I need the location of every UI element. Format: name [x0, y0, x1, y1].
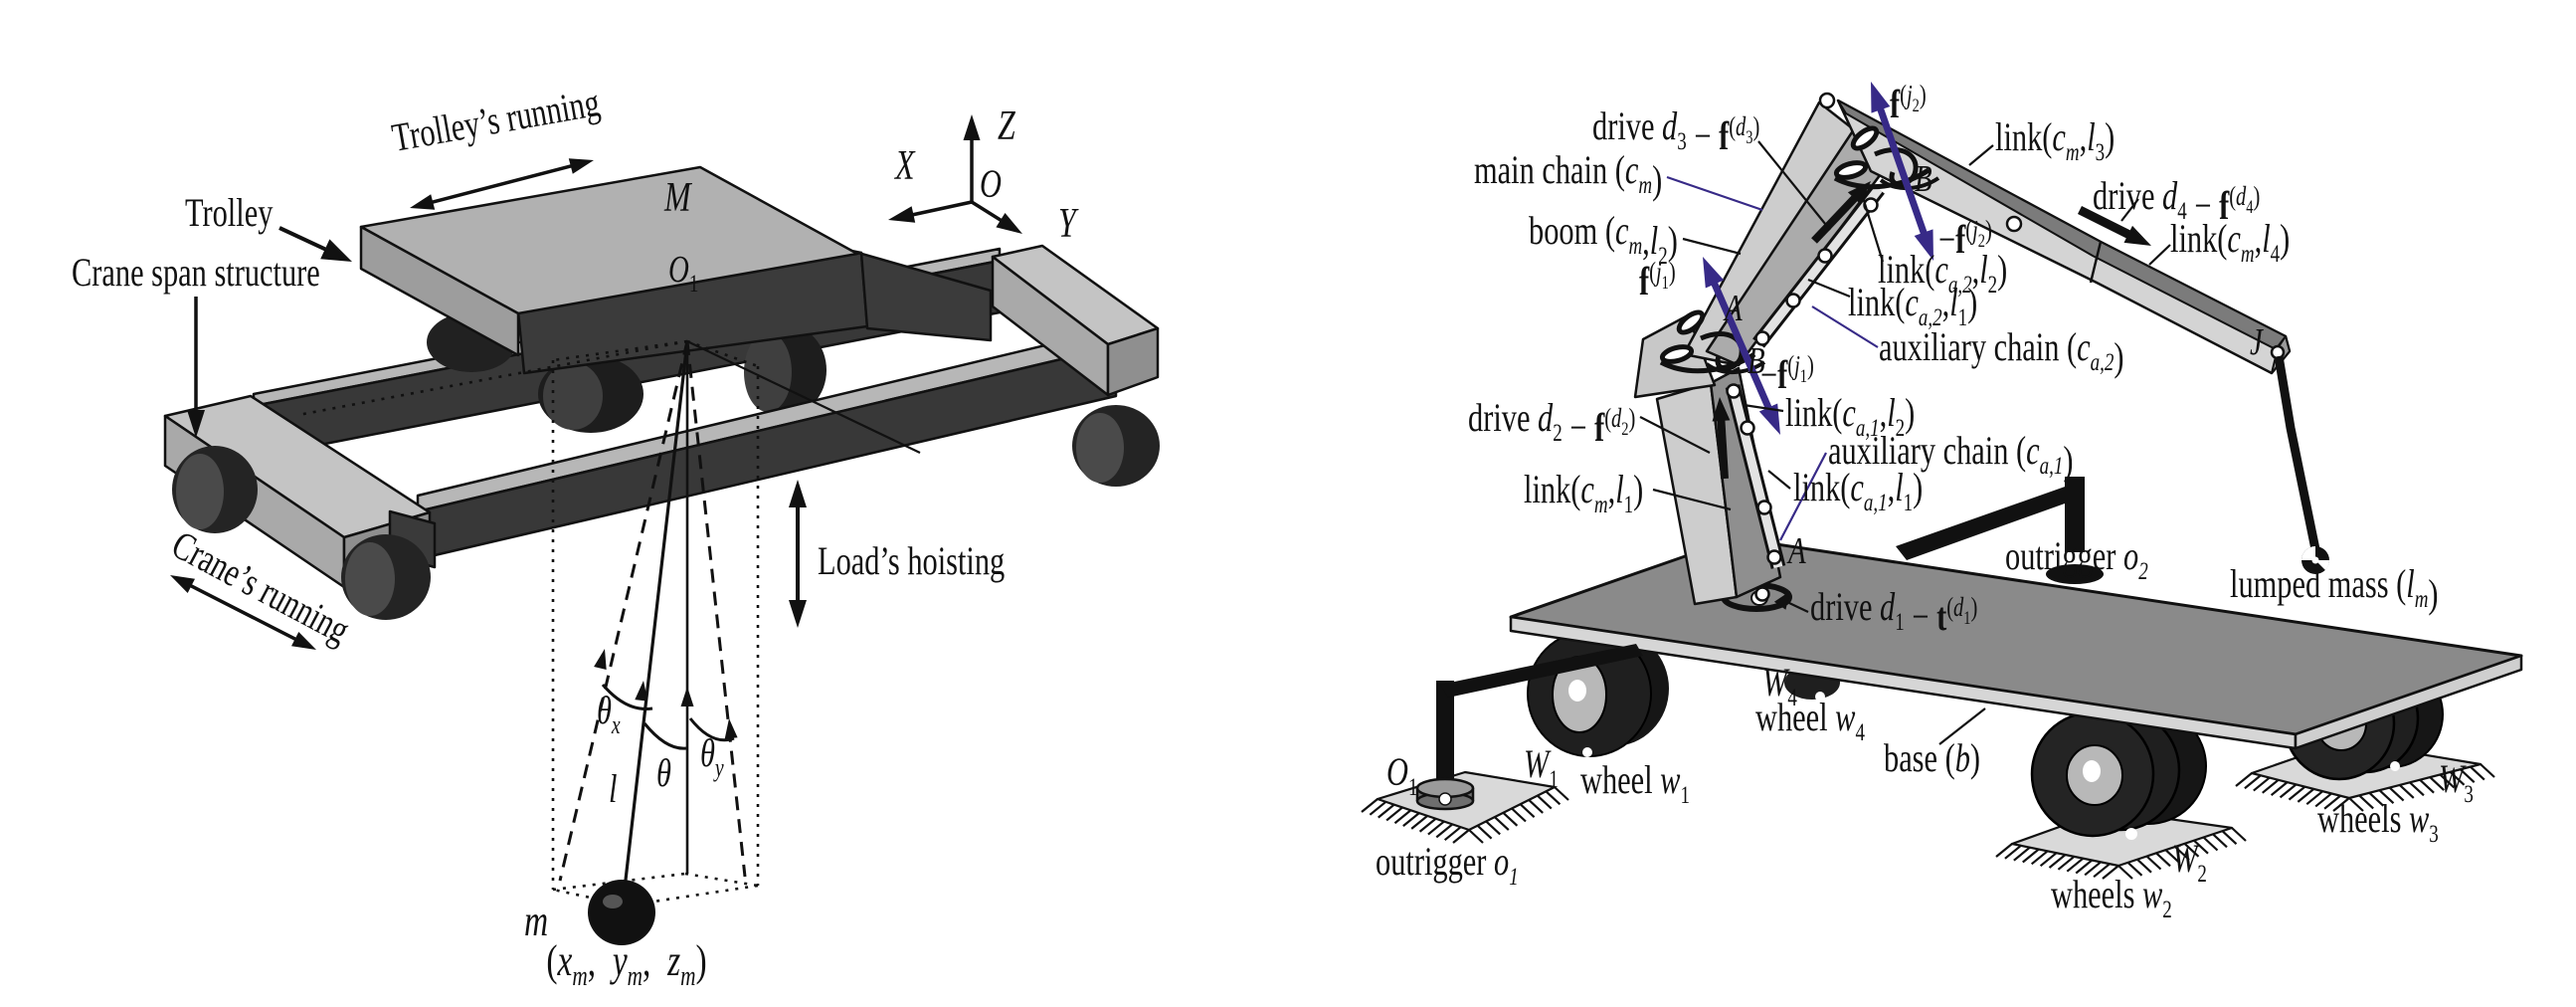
svg-text:O1: O1 [1386, 749, 1417, 801]
svg-text:link(ca,1,l1): link(ca,1,l1) [1793, 465, 1923, 516]
svg-text:W1: W1 [1524, 741, 1559, 793]
svg-text:W2: W2 [2172, 836, 2207, 888]
svg-text:f(j2): f(j2) [1890, 81, 1927, 126]
svg-text:Y: Y [1058, 201, 1079, 247]
svg-text:link(ca,2,l1): link(ca,2,l1) [1848, 280, 1977, 331]
svg-text:J: J [2250, 321, 2265, 363]
svg-text:A: A [1723, 288, 1743, 329]
svg-text:wheels w2: wheels w2 [2051, 872, 2172, 923]
svg-text:base (b): base (b) [1884, 735, 1980, 780]
svg-text:Trolley: Trolley [185, 190, 274, 235]
svg-text:O1: O1 [668, 249, 698, 297]
svg-text:link(ca,1,l2): link(ca,1,l2) [1785, 390, 1915, 442]
svg-text:Load’s hoisting: Load’s hoisting [818, 538, 1005, 583]
svg-text:wheel w1: wheel w1 [1580, 757, 1690, 809]
svg-text:A: A [1786, 530, 1806, 572]
svg-text:M: M [663, 175, 692, 221]
svg-text:link(cm,l1): link(cm,l1) [1524, 467, 1643, 518]
svg-text:θx: θx [597, 688, 621, 739]
svg-text:link(cm,l4): link(cm,l4) [2170, 216, 2290, 268]
svg-text:W4: W4 [1762, 660, 1797, 711]
svg-text:(xm, ym, zm): (xm, ym, zm) [546, 937, 706, 992]
svg-text:B: B [1915, 158, 1932, 200]
svg-text:f(j1): f(j1) [1639, 258, 1676, 303]
svg-text:outrigger o1: outrigger o1 [1376, 839, 1519, 891]
svg-text:θy: θy [700, 730, 724, 782]
svg-text:B: B [1748, 340, 1765, 382]
svg-text:wheel w4: wheel w4 [1755, 695, 1865, 746]
svg-text:m: m [524, 898, 548, 945]
svg-text:link(cm,l3): link(cm,l3) [1995, 114, 2115, 166]
svg-text:wheels w3: wheels w3 [2317, 796, 2439, 848]
svg-text:Crane span structure: Crane span structure [72, 250, 320, 295]
svg-text:O: O [980, 161, 1002, 206]
svg-text:outrigger o2: outrigger o2 [2005, 533, 2148, 585]
svg-text:Z: Z [998, 103, 1016, 149]
svg-text:link(ca,2,l2): link(ca,2,l2) [1878, 247, 2007, 299]
svg-text:W3: W3 [2439, 756, 2474, 808]
svg-text:θ: θ [656, 750, 671, 795]
svg-text:X: X [893, 143, 915, 189]
svg-text:l: l [609, 766, 618, 811]
